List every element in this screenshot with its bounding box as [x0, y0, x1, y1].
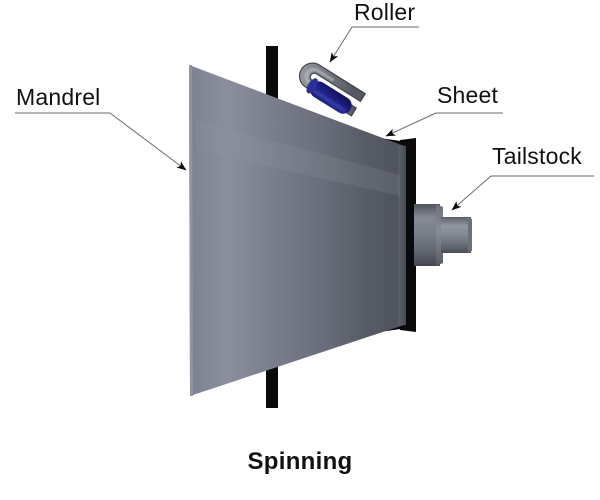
mandrel-lateral-surface [189, 65, 404, 396]
mandrel-base-face [398, 145, 406, 326]
mandrel-back-edge [189, 65, 193, 396]
roller-cylinder-end [306, 78, 318, 94]
sheet-leader [385, 112, 437, 137]
mandrel-leader [109, 112, 187, 171]
leader-lines [15, 26, 594, 211]
label-tailstock: Tailstock [492, 143, 582, 169]
label-mandrel: Mandrel [16, 84, 101, 110]
tailstock-leader [451, 175, 492, 211]
tailstock-shaft [441, 217, 471, 253]
mandrel-cone [189, 65, 406, 396]
figure-caption: Spinning [247, 448, 353, 475]
roller-leader [329, 26, 353, 63]
roller-cylinder-highlight [312, 89, 346, 112]
tailstock-cylinder [414, 204, 472, 266]
mandrel-highlight-band [196, 120, 400, 196]
tailstock-shaft-end [468, 217, 472, 253]
label-roller: Roller [354, 0, 416, 25]
roller-cylinder [310, 81, 352, 114]
label-sheet: Sheet [437, 82, 499, 108]
roller-wheel [306, 78, 352, 114]
tailstock-collar [414, 204, 440, 266]
